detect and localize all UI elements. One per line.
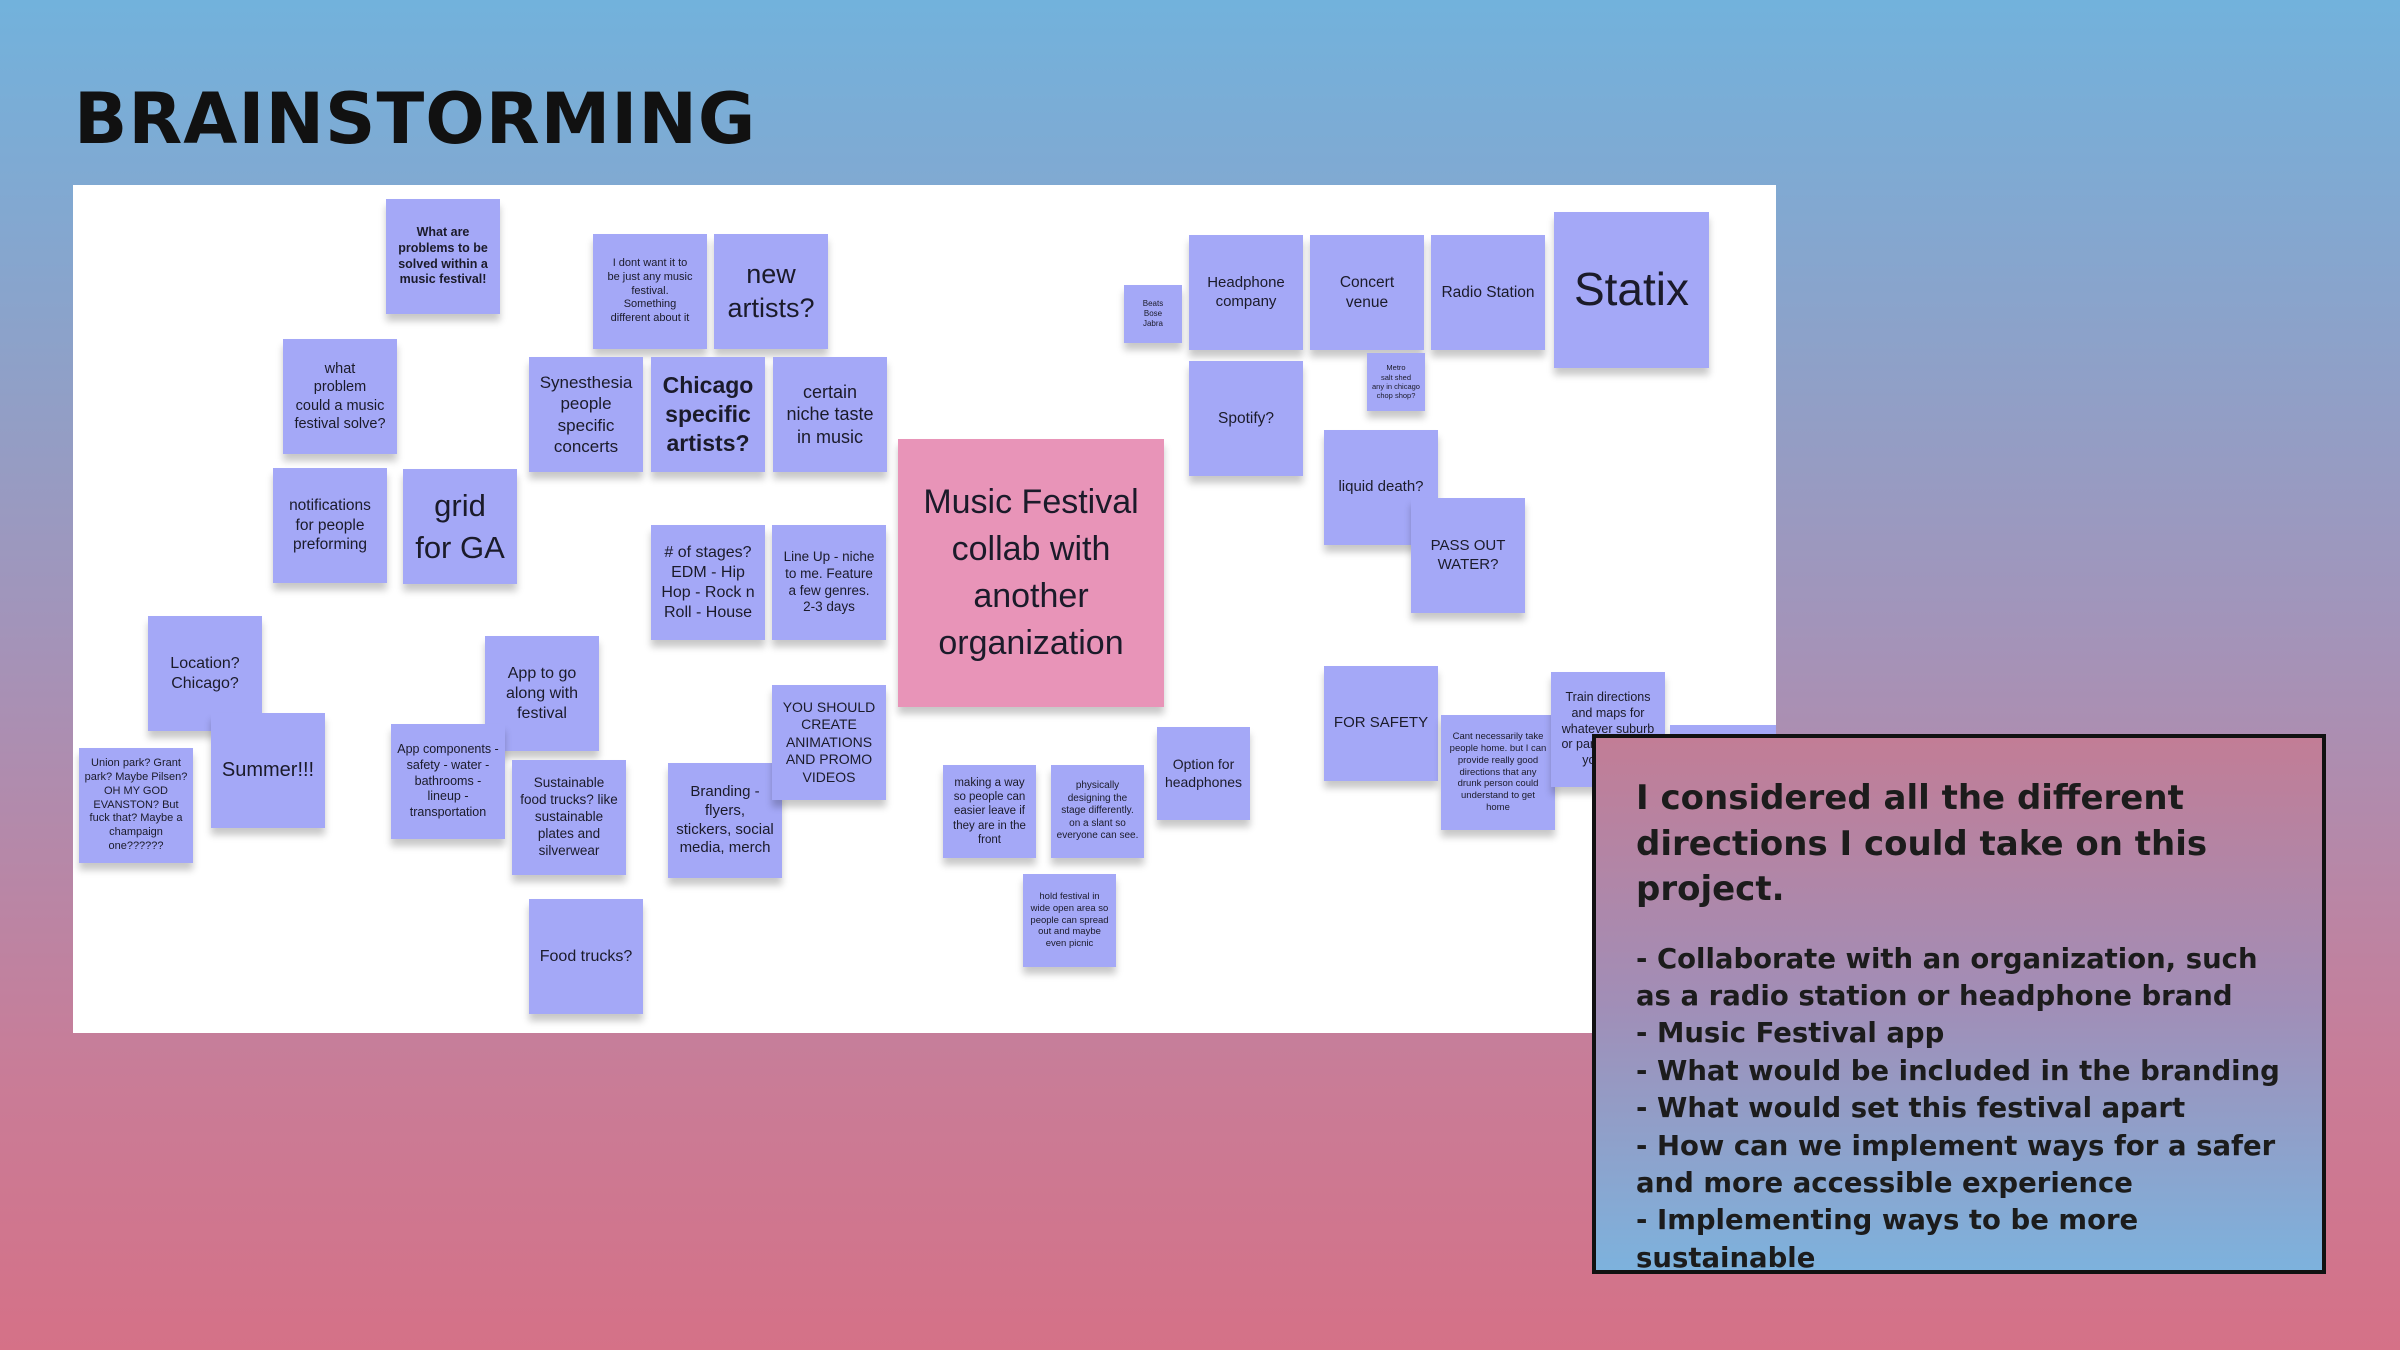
sticky-note[interactable]: Food trucks?: [529, 899, 643, 1014]
sticky-note[interactable]: Line Up - niche to me. Feature a few gen…: [772, 525, 886, 640]
sticky-note[interactable]: Sustainable food trucks? like sustainabl…: [512, 760, 626, 875]
summary-panel: I considered all the different direction…: [1592, 734, 2326, 1274]
brainstorm-board: What are problems to be solved within a …: [73, 185, 1776, 1033]
sticky-note[interactable]: I dont want it to be just any music fest…: [593, 234, 707, 349]
sticky-note[interactable]: Spotify?: [1189, 361, 1303, 476]
sticky-note[interactable]: Beats Bose Jabra: [1124, 285, 1182, 343]
sticky-note[interactable]: Cant necessarily take people home. but I…: [1441, 715, 1555, 830]
sticky-note[interactable]: hold festival in wide open area so peopl…: [1023, 874, 1116, 967]
sticky-note[interactable]: Statix: [1554, 212, 1709, 368]
sticky-note[interactable]: what problem could a music festival solv…: [283, 339, 397, 454]
summary-item: - How can we implement ways for a safer …: [1636, 1129, 2276, 1199]
sticky-note[interactable]: liquid death?: [1324, 430, 1438, 545]
summary-list: - Collaborate with an organization, such…: [1636, 941, 2282, 1278]
sticky-note[interactable]: Radio Station: [1431, 235, 1545, 350]
summary-item: - Collaborate with an organization, such…: [1636, 942, 2258, 1013]
sticky-note[interactable]: App components - safety - water - bathro…: [391, 724, 505, 839]
summary-item: - Music Festival app: [1636, 1017, 1945, 1050]
sticky-note[interactable]: Union park? Grant park? Maybe Pilsen? OH…: [79, 748, 193, 863]
sticky-note[interactable]: Branding - flyers, stickers, social medi…: [668, 763, 782, 878]
sticky-note[interactable]: Option for headphones: [1157, 727, 1250, 820]
sticky-note[interactable]: PASS OUT WATER?: [1411, 498, 1525, 613]
sticky-note[interactable]: Summer!!!: [211, 713, 325, 828]
sticky-note[interactable]: making a way so people can easier leave …: [943, 765, 1036, 858]
sticky-note[interactable]: FOR SAFETY: [1324, 666, 1438, 781]
summary-item: - What would be included in the branding: [1636, 1054, 2280, 1087]
sticky-note[interactable]: YOU SHOULD CREATE ANIMATIONS AND PROMO V…: [772, 685, 886, 800]
sticky-note[interactable]: grid for GA: [403, 469, 517, 584]
sticky-note[interactable]: physically designing the stage different…: [1051, 765, 1144, 858]
sticky-note[interactable]: Chicago specific artists?: [651, 357, 765, 472]
summary-heading: I considered all the different direction…: [1636, 778, 2208, 910]
summary-item: - What would set this festival apart: [1636, 1092, 2186, 1125]
sticky-note[interactable]: new artists?: [714, 234, 828, 349]
sticky-note[interactable]: Synesthesia people specific concerts: [529, 357, 643, 472]
sticky-note[interactable]: Concert venue: [1310, 235, 1424, 350]
sticky-note-central[interactable]: Music Festival collab with another organ…: [898, 439, 1164, 707]
sticky-note[interactable]: Metro salt shed any in chicago chop shop…: [1367, 353, 1425, 411]
page-title: BRAINSTORMING: [74, 78, 757, 160]
sticky-note[interactable]: # of stages? EDM - Hip Hop - Rock n Roll…: [651, 525, 765, 640]
sticky-note[interactable]: Location? Chicago?: [148, 616, 262, 731]
sticky-note[interactable]: notifications for people preforming: [273, 468, 387, 583]
sticky-note[interactable]: certain niche taste in music: [773, 357, 887, 472]
sticky-note[interactable]: What are problems to be solved within a …: [386, 199, 500, 314]
sticky-note[interactable]: Headphone company: [1189, 235, 1303, 350]
summary-item: - Implementing ways to be more sustainab…: [1636, 1204, 2139, 1274]
sticky-note[interactable]: App to go along with festival: [485, 636, 599, 751]
